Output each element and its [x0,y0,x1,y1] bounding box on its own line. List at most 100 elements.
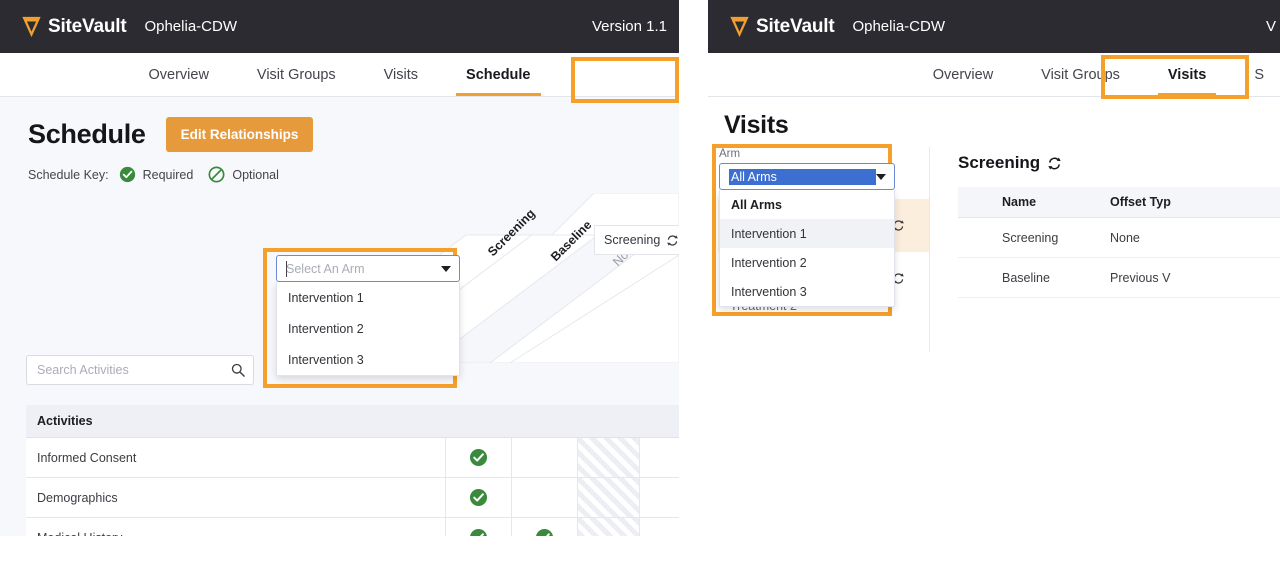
column-header-extra [639,405,679,437]
app-logo[interactable]: SiteVault [730,15,835,38]
screening-chip[interactable]: Screening [594,225,679,255]
schedule-key-label: Schedule Key: [28,167,109,182]
page-title: Schedule [28,119,146,149]
visit-name: Baseline [1002,270,1050,285]
tab-schedule-clipped[interactable]: S [1254,66,1264,83]
cell-screening[interactable] [445,438,511,477]
cell-extra [639,478,679,517]
cell-baseline[interactable] [511,478,577,517]
dropdown-option-intervention-1[interactable]: Intervention 1 [288,290,364,305]
optional-label: Optional [232,167,279,182]
dropdown-option-intervention-2[interactable]: Intervention 2 [288,321,364,336]
refresh-icon[interactable] [1047,156,1062,171]
right-arm-dropdown-menu[interactable]: All Arms Intervention 1 Intervention 2 I… [719,190,895,307]
column-header-baseline [511,405,577,437]
visits-table-header: Name Offset Typ [958,187,1280,218]
column-header-no-visits [577,405,639,437]
dropdown-option-all-arms[interactable]: All Arms [731,197,782,212]
left-screenshot-panel: SiteVault Ophelia-CDW Version 1.1 Overvi… [0,0,679,536]
brand-name: SiteVault [48,15,127,37]
table-row[interactable]: Baseline Previous V [958,258,1280,298]
version-label: Version 1.1 [591,18,667,35]
schedule-grid: Activities Informed Consent De [26,405,679,536]
tab-visit-groups[interactable]: Visit Groups [1041,66,1120,83]
tab-overview[interactable]: Overview [148,66,209,83]
refresh-icon [893,220,904,231]
check-circle-icon [536,528,553,536]
veeva-v-icon [22,16,41,37]
activity-name: Medical History [26,518,445,537]
cell-screening[interactable] [445,518,511,536]
version-label-clipped: V [1265,18,1276,35]
visits-table: Name Offset Typ Screening None Baseline … [958,187,1280,298]
left-page-header: Schedule Edit Relationships [0,97,679,152]
cell-screening[interactable] [445,478,511,517]
check-circle-icon [470,528,487,536]
column-header-screening [445,405,511,437]
column-header-offset-type: Offset Typ [1110,195,1171,209]
dropdown-option-intervention-1[interactable]: Intervention 1 [720,219,894,248]
cell-no-visits [577,438,639,477]
cell-no-visits [577,518,639,536]
tab-overview[interactable]: Overview [932,66,994,83]
cell-no-visits [577,478,639,517]
right-arm-dropdown-value: All Arms [729,168,876,185]
left-arm-dropdown[interactable]: Select An Arm Intervention 1 Interventio… [276,255,460,376]
left-arm-dropdown-menu[interactable]: Intervention 1 Intervention 2 Interventi… [276,282,460,376]
dropdown-option-intervention-3[interactable]: Intervention 3 [731,284,807,299]
chevron-down-icon[interactable] [441,265,451,272]
check-circle-icon [469,488,488,507]
table-row[interactable]: Medical History [26,518,679,536]
dropdown-option-intervention-2[interactable]: Intervention 2 [731,255,807,270]
left-arm-dropdown-placeholder: Select An Arm [286,261,365,276]
dropdown-option-intervention-3[interactable]: Intervention 3 [288,352,364,367]
column-header-activities: Activities [37,414,93,428]
tab-visits[interactable]: Visits [383,66,419,83]
right-tabbar: Overview Visit Groups Visits S [708,53,1280,97]
app-logo[interactable]: SiteVault [22,15,127,38]
arm-field-label: Arm [719,148,741,160]
section-title: Screening [958,147,1280,173]
tab-visit-groups[interactable]: Visit Groups [256,66,336,83]
right-app-topbar: SiteVault Ophelia-CDW V [708,0,1280,53]
left-arm-dropdown-field[interactable]: Select An Arm [276,255,460,282]
page-title: Visits [724,111,789,139]
left-toolbar-row: Search Activities [26,355,666,385]
tab-schedule[interactable]: Schedule [442,53,554,96]
cell-baseline[interactable] [511,438,577,477]
section-title-text: Screening [958,153,1041,172]
table-row[interactable]: Informed Consent [26,438,679,478]
refresh-icon [667,234,679,246]
search-icon [231,363,245,377]
cell-extra [639,518,679,536]
tab-visits[interactable]: Visits [1144,53,1230,96]
chevron-down-icon[interactable] [876,173,886,180]
schedule-grid-header: Activities [26,405,679,438]
check-circle-icon [469,448,488,467]
visit-offset-type: None [1110,230,1140,245]
search-activities-input[interactable]: Search Activities [26,355,254,385]
visit-name: Screening [1002,230,1059,245]
search-placeholder: Search Activities [37,363,129,377]
brand-name: SiteVault [756,15,835,37]
cell-baseline[interactable] [511,518,577,536]
text-cursor [286,261,287,277]
right-arm-dropdown-field[interactable]: All Arms [719,163,895,190]
visits-detail: Screening Name Offset Typ [930,147,1280,352]
table-row[interactable]: Demographics [26,478,679,518]
screening-chip-label: Screening [604,233,661,247]
veeva-v-icon [730,16,749,37]
right-panel-body: Visits Treatment 2 [708,97,1280,352]
cell-extra [639,438,679,477]
visit-offset-type: Previous V [1110,270,1171,285]
right-screenshot-panel: SiteVault Ophelia-CDW V Overview Visit G… [708,0,1280,352]
edit-relationships-button[interactable]: Edit Relationships [165,117,314,152]
check-circle-icon [119,166,135,183]
org-name: Ophelia-CDW [852,18,945,35]
no-entry-circle-icon [208,166,225,183]
org-name: Ophelia-CDW [144,18,237,35]
schedule-key-legend: Schedule Key: Required Optional [0,152,679,183]
table-row[interactable]: Screening None [958,218,1280,258]
right-arm-dropdown[interactable]: Arm All Arms All Arms Intervention 1 Int… [719,148,895,307]
